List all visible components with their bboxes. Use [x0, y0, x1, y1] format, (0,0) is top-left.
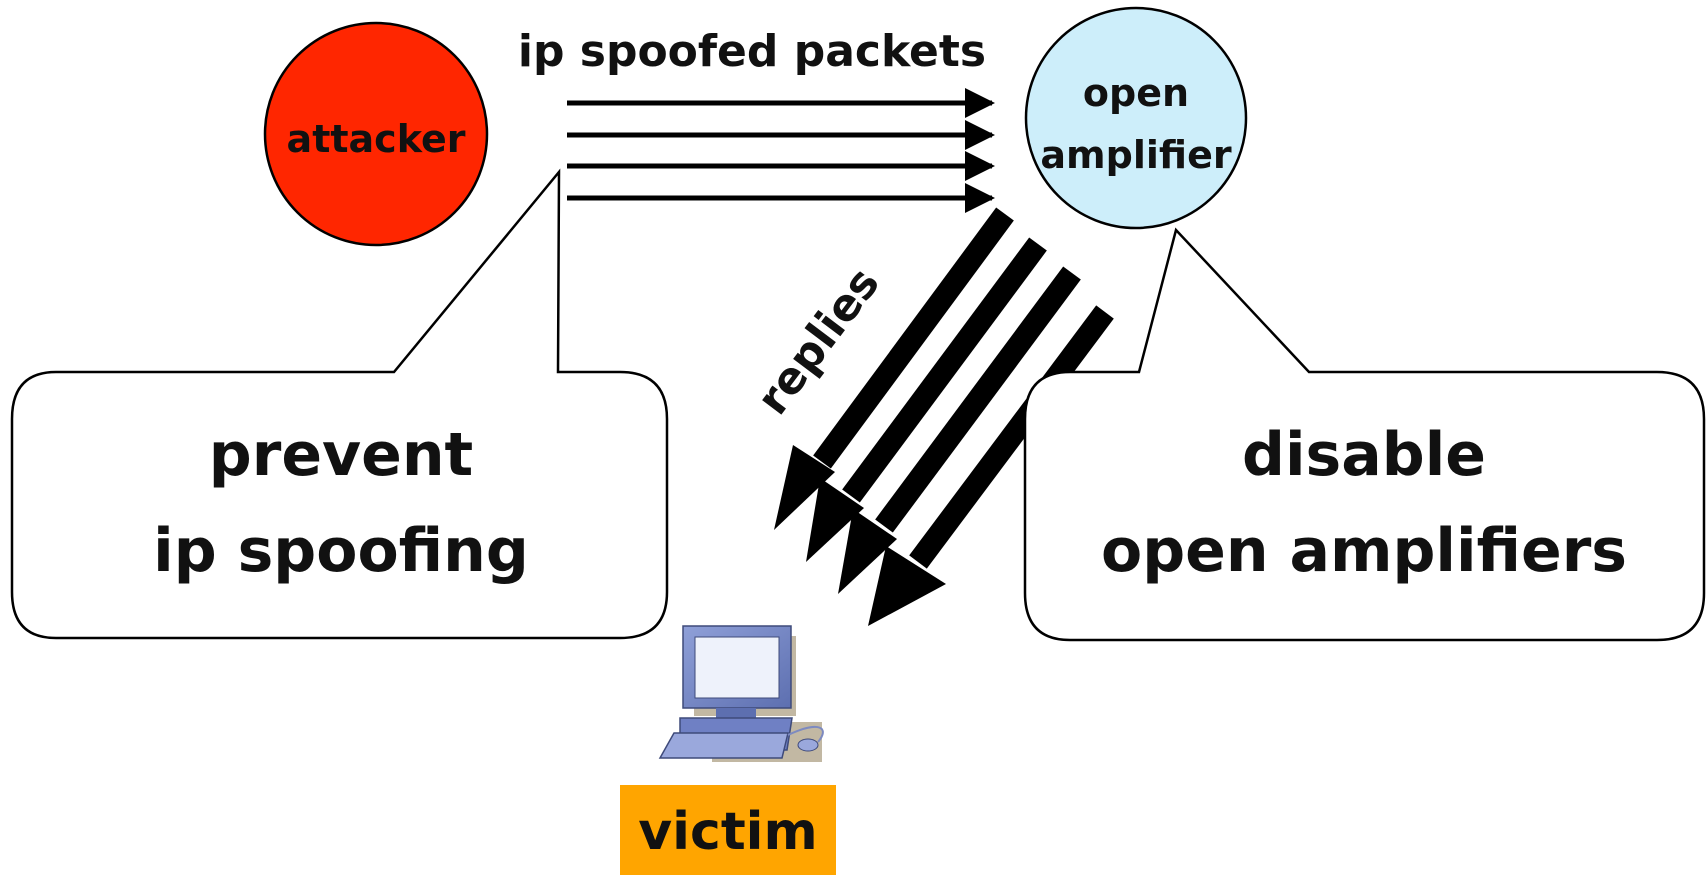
reply-arrow [868, 305, 1114, 626]
keyboard [658, 732, 789, 759]
mouse [797, 738, 819, 752]
callout-disable-amplifiers: disable open amplifiers [1023, 227, 1706, 642]
reply-arrow [806, 237, 1047, 562]
amplifier-node: open amplifier [1024, 6, 1248, 230]
callout-right-line1: disable [1242, 420, 1486, 490]
reply-arrow [838, 266, 1081, 594]
callout-prevent-spoofing: prevent ip spoofing [10, 168, 669, 640]
amplifier-label-line2: amplifier [1040, 133, 1231, 177]
attacker-label: attacker [287, 117, 466, 161]
spoofed-packets-label: ip spoofed packets [518, 26, 986, 77]
reply-arrow [774, 207, 1014, 530]
victim-label-box: victim [620, 785, 836, 875]
amplifier-label-line1: open [1083, 71, 1189, 115]
attacker-circle [263, 21, 489, 247]
computer-icon [658, 625, 824, 762]
callout-bubble [10, 168, 669, 640]
reply-arrows [774, 207, 1114, 626]
callout-right-line2: open amplifiers [1101, 516, 1627, 586]
monitor-screen [694, 636, 780, 699]
victim-label: victim [638, 802, 817, 862]
callout-left-line1: prevent [209, 420, 473, 490]
attacker-node: attacker [263, 21, 489, 247]
spoofed-packet-arrows [567, 88, 995, 213]
victim-label-bg [620, 785, 836, 875]
callout-bubble [1023, 227, 1706, 642]
amplifier-circle [1024, 6, 1248, 230]
callout-left-line2: ip spoofing [153, 516, 529, 586]
